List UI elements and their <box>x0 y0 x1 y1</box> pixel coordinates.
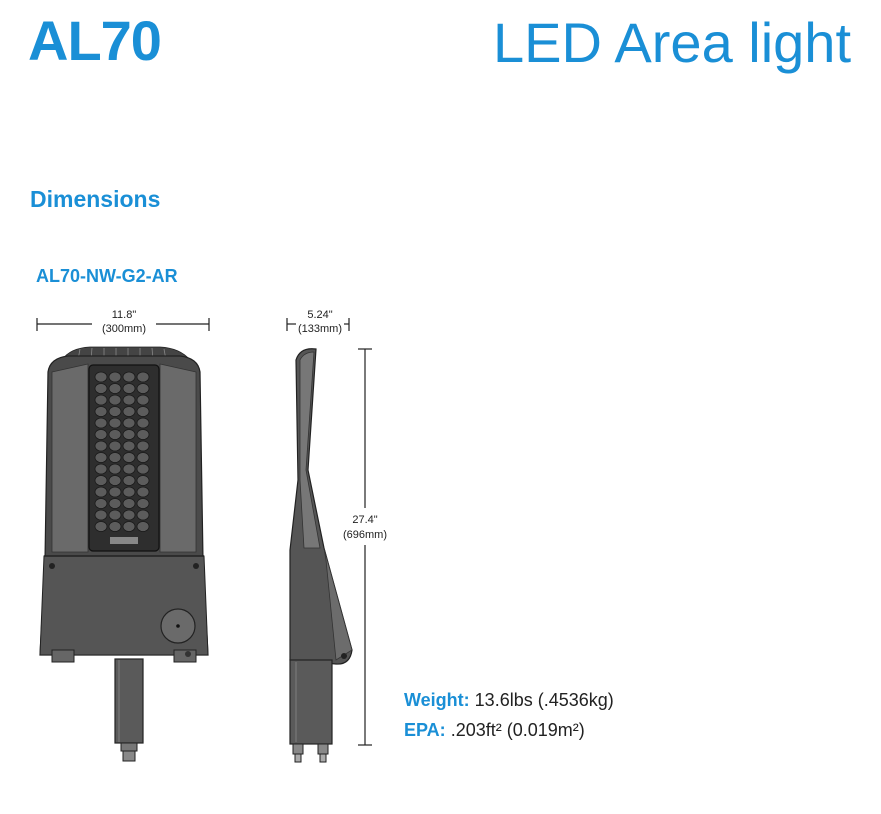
epa-spec: EPA: .203ft² (0.019m²) <box>404 720 585 741</box>
epa-label: EPA: <box>404 720 446 740</box>
led-lens <box>136 383 150 394</box>
led-lens <box>108 383 122 394</box>
weight-spec: Weight: 13.6lbs (.4536kg) <box>404 690 614 711</box>
led-lens <box>108 475 122 486</box>
depth-mm-label: (133mm) <box>298 323 342 335</box>
led-lens <box>94 417 108 429</box>
led-lens <box>122 429 136 440</box>
variant-label: AL70-NW-G2-AR <box>36 266 178 286</box>
section-heading: Dimensions <box>30 186 161 212</box>
led-lens <box>122 440 136 452</box>
length-dimension-line <box>358 348 372 746</box>
led-lens <box>136 475 150 486</box>
led-lens <box>94 498 108 509</box>
led-lens <box>136 486 150 498</box>
mounting-arm <box>114 658 144 744</box>
led-lens <box>94 486 108 498</box>
led-lens <box>122 452 136 463</box>
led-lens <box>136 440 150 452</box>
led-lens <box>136 452 150 463</box>
depth-dimension-line <box>286 318 350 331</box>
led-lens <box>94 452 108 463</box>
led-lens <box>122 498 136 509</box>
product-title: LED Area light <box>493 11 851 74</box>
length-mm-label: (696mm) <box>343 529 387 541</box>
led-lens <box>136 429 150 440</box>
width-dimension-line <box>36 318 210 331</box>
width-mm-label: (300mm) <box>102 323 146 335</box>
led-lens <box>108 463 122 475</box>
led-lens <box>136 394 150 406</box>
led-array <box>94 371 150 532</box>
led-lens <box>94 440 108 452</box>
led-lens <box>108 371 122 383</box>
front-view-drawing: 11.8" (300mm) <box>36 309 210 762</box>
led-lens <box>108 394 122 406</box>
led-lens <box>94 521 108 532</box>
led-lens <box>108 406 122 417</box>
depth-inches-label: 5.24" <box>307 309 332 321</box>
led-lens <box>136 417 150 429</box>
led-lens <box>108 417 122 429</box>
led-lens <box>94 475 108 486</box>
width-inches-label: 11.8" <box>112 309 137 321</box>
model-title: AL70 <box>28 9 162 72</box>
led-lens <box>122 521 136 532</box>
led-lens <box>94 371 108 383</box>
epa-value: .203ft² (0.019m²) <box>450 720 585 740</box>
side-mounting-arm <box>289 659 333 745</box>
led-lens <box>122 394 136 406</box>
weight-value: 13.6lbs (.4536kg) <box>474 690 614 710</box>
led-lens <box>122 406 136 417</box>
led-lens <box>122 475 136 486</box>
led-lens <box>136 463 150 475</box>
led-lens <box>94 509 108 521</box>
led-lens <box>108 521 122 532</box>
led-lens <box>122 417 136 429</box>
led-lens <box>94 429 108 440</box>
led-lens <box>122 509 136 521</box>
led-lens <box>108 440 122 452</box>
led-lens <box>108 486 122 498</box>
led-lens <box>122 383 136 394</box>
led-lens <box>94 463 108 475</box>
led-lens <box>136 371 150 383</box>
led-lens <box>136 498 150 509</box>
led-lens <box>108 452 122 463</box>
led-lens <box>94 394 108 406</box>
led-lens <box>108 509 122 521</box>
weight-label: Weight: <box>404 690 470 710</box>
led-lens <box>94 406 108 417</box>
led-lens <box>108 429 122 440</box>
length-inches-label: 27.4" <box>352 514 377 526</box>
led-lens <box>136 521 150 532</box>
led-lens <box>136 406 150 417</box>
led-lens <box>122 371 136 383</box>
led-lens <box>122 463 136 475</box>
side-view-drawing: 5.24" (133mm) 27.4" (696mm) <box>286 309 387 763</box>
led-lens <box>136 509 150 521</box>
led-lens <box>108 498 122 509</box>
led-lens <box>122 486 136 498</box>
led-lens <box>94 383 108 394</box>
